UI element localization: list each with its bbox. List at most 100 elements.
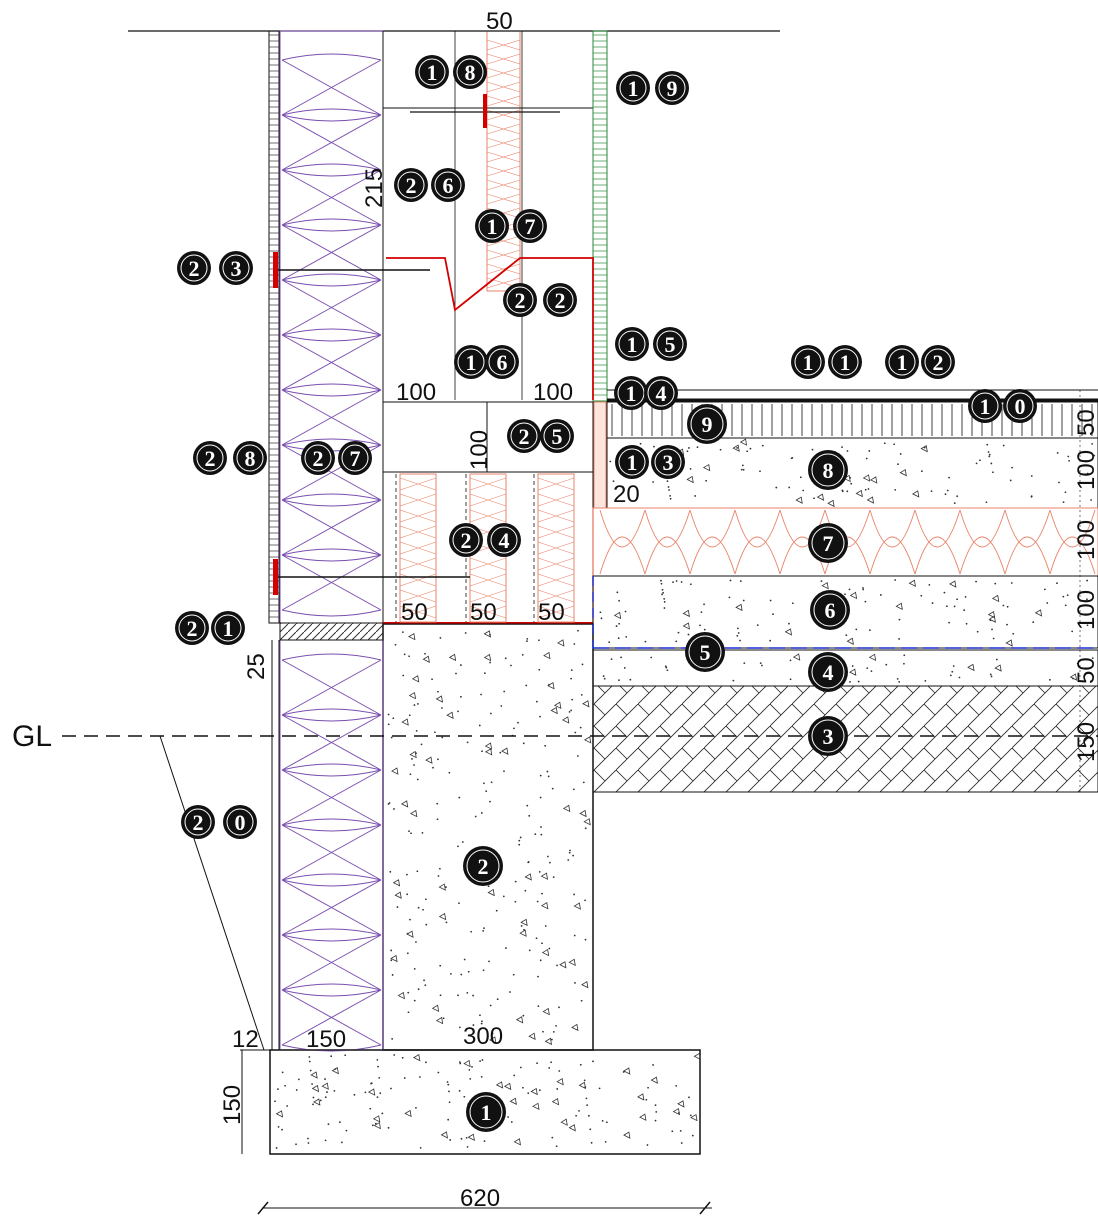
aggregate-mark xyxy=(410,809,418,818)
aggregate-mark xyxy=(562,804,571,813)
aggregate-dot xyxy=(579,726,582,729)
aggregate-dot xyxy=(988,453,991,456)
aggregate-dot xyxy=(409,773,412,776)
aggregate-mark xyxy=(739,438,748,446)
aggregate-dot xyxy=(691,1134,694,1137)
aggregate-mark xyxy=(530,1087,538,1096)
aggregate-dot xyxy=(948,621,951,624)
aggregate-dot xyxy=(850,482,853,485)
aggregate-dot xyxy=(485,790,488,793)
aggregate-mark xyxy=(949,580,957,588)
aggregate-dot xyxy=(482,930,485,932)
aggregate-dot xyxy=(579,1063,582,1066)
aggregate-dot xyxy=(729,579,732,582)
leader-20 xyxy=(159,735,265,1051)
aggregate-mark xyxy=(690,1113,698,1122)
marker-ring xyxy=(647,379,675,407)
marker-ring xyxy=(466,849,500,883)
aggregate-dot xyxy=(864,488,867,491)
marker-disc xyxy=(616,71,650,105)
upper-insulation-mark xyxy=(486,165,521,177)
aggregate-dot xyxy=(879,594,882,596)
aggregate-dot xyxy=(985,501,988,504)
marker-ring xyxy=(236,444,264,472)
marker-digit: 6 xyxy=(497,350,508,375)
aggregate-dot xyxy=(538,1089,541,1092)
aggregate-dot xyxy=(610,658,613,661)
aggregate-mark xyxy=(967,663,975,672)
aggregate-dot xyxy=(458,902,460,905)
aggregate-dot xyxy=(441,707,443,709)
aggregate-dot xyxy=(437,758,439,761)
aggregate-dot xyxy=(496,998,499,1001)
marker-disc xyxy=(453,55,487,89)
aggregate-dot xyxy=(742,599,745,602)
aggregate-dot xyxy=(556,1088,559,1090)
aggregate-dot xyxy=(866,667,869,670)
aggregate-dot xyxy=(620,656,622,659)
upper-insulation-mark xyxy=(486,151,521,163)
marker-digit: 0 xyxy=(1015,394,1026,419)
aggregate-dot xyxy=(518,843,521,846)
marker-disc xyxy=(615,327,649,361)
aggregate-dot xyxy=(928,583,931,586)
aggregate-dot xyxy=(470,930,473,933)
aggregate-dot xyxy=(324,1139,327,1142)
aggregate-mark xyxy=(578,1081,586,1090)
aggregate-dot xyxy=(924,679,927,682)
aggregate-dot xyxy=(600,617,603,620)
aggregate-dot xyxy=(944,493,947,496)
aggregate-dot xyxy=(868,629,871,632)
aggregate-mark xyxy=(401,718,409,726)
aggregate-mark xyxy=(484,742,493,750)
aggregate-dot xyxy=(538,668,541,671)
aggregate-dot xyxy=(324,1078,326,1080)
aggregate-dot xyxy=(1086,472,1089,475)
marker-disc xyxy=(921,345,955,379)
marker-digit: 3 xyxy=(823,724,834,749)
aggregate-dot xyxy=(1030,475,1033,477)
aggregate-mark xyxy=(866,496,875,504)
aggregate-dot xyxy=(439,964,442,967)
marker-disc xyxy=(653,327,687,361)
stud-insulation-mark xyxy=(469,557,507,571)
aggregate-dot xyxy=(437,1071,440,1074)
aggregate-dot xyxy=(589,1128,592,1131)
aggregate-dot xyxy=(402,674,405,677)
aggregate-mark xyxy=(487,888,495,897)
marker-1: 1 xyxy=(466,1092,506,1132)
aggregate-mark xyxy=(639,1113,647,1121)
marker-disc xyxy=(233,441,267,475)
aggregate-mark xyxy=(509,1097,517,1105)
aggregate-dot xyxy=(371,1124,374,1127)
stud-insulation-mark xyxy=(537,509,575,523)
upper-insulation-mark xyxy=(486,123,521,135)
aggregate-dot xyxy=(308,1056,311,1058)
aggregate-dot xyxy=(391,1038,394,1040)
membrane-red-upper xyxy=(386,257,594,400)
aggregate-dot xyxy=(417,906,420,909)
stud-insulation-mark xyxy=(537,605,575,619)
aggregate-mark xyxy=(543,651,551,660)
aggregate-dot xyxy=(679,1129,682,1132)
aggregate-mark xyxy=(568,1124,576,1132)
aggregate-dot xyxy=(688,1096,690,1099)
aggregate-mark xyxy=(623,1131,631,1139)
aggregate-dot xyxy=(488,960,490,963)
aggregate-dot xyxy=(995,658,998,661)
aggregate-mark xyxy=(275,1110,284,1118)
aggregate-dot xyxy=(662,591,664,594)
aggregate-dot xyxy=(1071,630,1074,633)
aggregate-mark xyxy=(489,1036,497,1044)
aggregate-mark xyxy=(484,748,493,756)
stud-insulation-mark xyxy=(399,477,437,491)
marker-ring xyxy=(418,58,446,86)
aggregate-mark xyxy=(528,1032,536,1040)
marker-disc xyxy=(685,632,725,672)
aggregate-dot xyxy=(535,700,538,703)
marker-digit: 1 xyxy=(626,381,637,406)
